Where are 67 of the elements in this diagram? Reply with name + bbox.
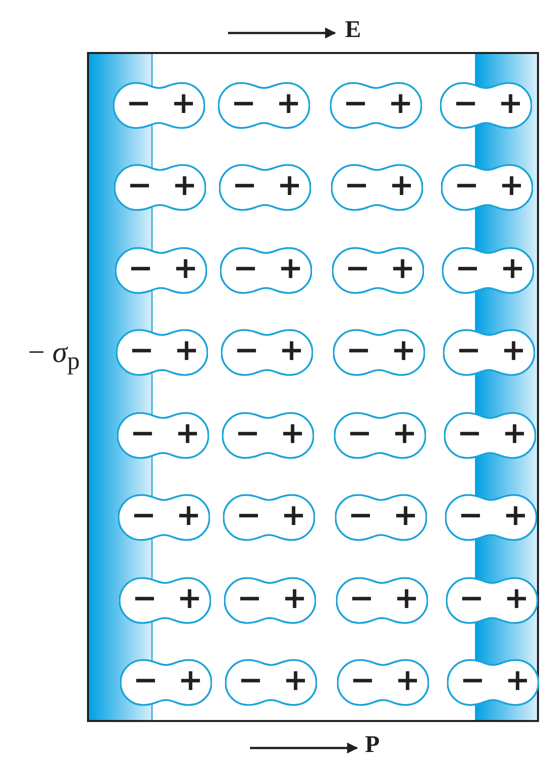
positive-charge-sign: + (282, 581, 308, 617)
negative-charge-sign: − (133, 663, 158, 699)
negative-charge-sign: − (350, 663, 376, 699)
negative-charge-sign: − (346, 333, 372, 369)
positive-charge-sign: + (393, 498, 418, 534)
negative-charge-sign: − (238, 663, 264, 699)
positive-charge-sign: + (280, 416, 306, 452)
negative-charge-sign: − (127, 168, 152, 204)
positive-charge-sign: + (389, 168, 414, 204)
positive-charge-sign: + (172, 168, 198, 204)
negative-charge-sign: − (233, 251, 258, 287)
positive-charge-sign: + (503, 498, 528, 534)
positive-charge-sign: + (173, 251, 198, 287)
positive-charge-sign: + (504, 581, 530, 617)
negative-charge-sign: − (345, 251, 370, 287)
positive-charge-sign: + (505, 663, 530, 699)
positive-charge-sign: + (390, 251, 416, 287)
negative-charge-sign: − (456, 333, 482, 369)
positive-charge-sign: + (501, 333, 526, 369)
positive-charge-sign: + (391, 333, 416, 369)
negative-charge-sign: − (348, 498, 374, 534)
negative-charge-sign: − (232, 168, 258, 204)
negative-charge-sign: − (457, 416, 482, 452)
positive-charge-sign: + (500, 251, 526, 287)
negative-charge-sign: − (131, 498, 156, 534)
negative-charge-sign: − (455, 251, 480, 287)
positive-charge-sign: + (388, 86, 414, 122)
positive-charge-sign: + (281, 498, 306, 534)
positive-charge-sign: + (498, 86, 524, 122)
negative-charge-sign: − (128, 251, 154, 287)
positive-charge-sign: + (502, 416, 528, 452)
positive-charge-sign: + (277, 168, 302, 204)
positive-charge-sign: + (174, 333, 200, 369)
negative-charge-sign: − (132, 581, 158, 617)
negative-charge-sign: − (344, 168, 370, 204)
positive-charge-sign: + (392, 416, 418, 452)
positive-charge-sign: + (394, 581, 420, 617)
negative-charge-sign: − (343, 86, 368, 122)
negative-charge-sign: − (459, 581, 484, 617)
positive-charge-sign: + (395, 663, 420, 699)
negative-charge-sign: − (347, 416, 372, 452)
negative-charge-sign: − (349, 581, 374, 617)
field-label: E (345, 17, 362, 44)
negative-charge-sign: − (126, 86, 152, 122)
positive-charge-sign: + (499, 168, 524, 204)
positive-charge-sign: + (178, 663, 204, 699)
positive-charge-sign: + (279, 333, 304, 369)
negative-charge-sign: − (458, 498, 484, 534)
positive-charge-sign: + (276, 86, 302, 122)
positive-charge-sign: + (176, 498, 202, 534)
negative-charge-sign: − (236, 498, 262, 534)
positive-charge-sign: + (175, 416, 200, 452)
negative-charge-sign: − (460, 663, 486, 699)
positive-charge-sign: + (278, 251, 304, 287)
negative-charge-sign: − (454, 168, 480, 204)
surface-charge-label: − σ$_{p}$ (28, 336, 80, 376)
negative-charge-sign: − (237, 581, 262, 617)
positive-charge-sign: + (283, 663, 308, 699)
positive-charge-sign: + (177, 581, 202, 617)
negative-charge-sign: − (453, 86, 478, 122)
negative-charge-sign: − (130, 416, 156, 452)
negative-charge-sign: − (234, 333, 260, 369)
polarization-label: P (365, 732, 380, 759)
negative-charge-sign: − (129, 333, 154, 369)
negative-charge-sign: − (231, 86, 256, 122)
positive-charge-sign: + (171, 86, 196, 122)
negative-charge-sign: − (235, 416, 260, 452)
